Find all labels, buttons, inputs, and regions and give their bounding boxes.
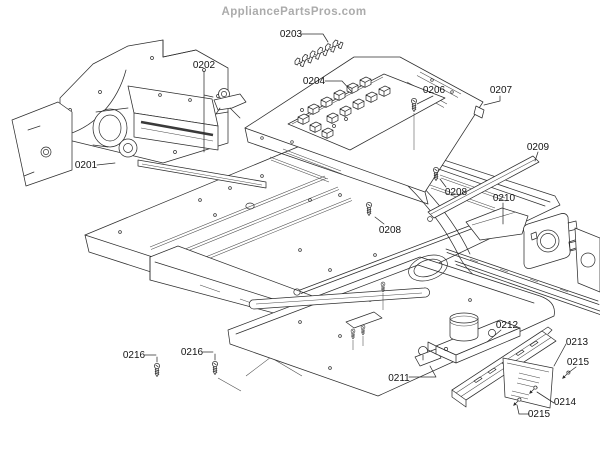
part-label-0213: 0213 [566, 337, 589, 348]
trim-rail-0209 [427, 155, 540, 222]
center-mounting-screws [345, 281, 386, 350]
part-label-0214: 0214 [554, 397, 577, 408]
part-label-0216-left: 0216 [123, 350, 146, 361]
part-label-0211: 0211 [388, 373, 410, 384]
handle-bar [248, 287, 430, 310]
part-label-0215-upper: 0215 [567, 357, 590, 368]
callout-leaders [96, 33, 577, 415]
part-label-0206: 0206 [423, 85, 446, 96]
bottom-right-rails [445, 248, 600, 315]
part-label-0201: 0201 [75, 160, 98, 171]
screw-0216-left [154, 363, 160, 377]
blower-assembly-0201 [92, 85, 267, 189]
screw-0206 [411, 98, 417, 150]
callout-labels: 0201 0202 0203 0204 0206 0207 0208 0208 … [75, 29, 590, 420]
part-label-0207: 0207 [490, 85, 513, 96]
part-label-0215-lower: 0215 [528, 409, 551, 420]
part-label-0208-left: 0208 [379, 225, 402, 236]
part-label-0209: 0209 [527, 142, 550, 153]
part-label-0202: 0202 [193, 60, 216, 71]
terminal-clips-0203 [294, 39, 344, 67]
part-label-0216-right: 0216 [181, 347, 204, 358]
part-label-0212: 0212 [496, 320, 519, 331]
power-control-board-0204 [287, 73, 446, 151]
support-rail [293, 217, 492, 296]
left-side-plate [11, 101, 73, 187]
end-plate-0214 [502, 357, 554, 409]
part-label-0208-right: 0208 [445, 187, 468, 198]
timer-assembly-0212 [427, 312, 521, 364]
part-label-0210: 0210 [493, 193, 516, 204]
part-label-0203: 0203 [280, 29, 303, 40]
part-label-0204: 0204 [303, 76, 326, 87]
screw-0216-right [212, 361, 242, 392]
site-watermark: AppliancePartsPros.com [222, 6, 367, 18]
sensor-bracket-0202 [203, 70, 247, 153]
bracket-0210 [465, 207, 600, 293]
